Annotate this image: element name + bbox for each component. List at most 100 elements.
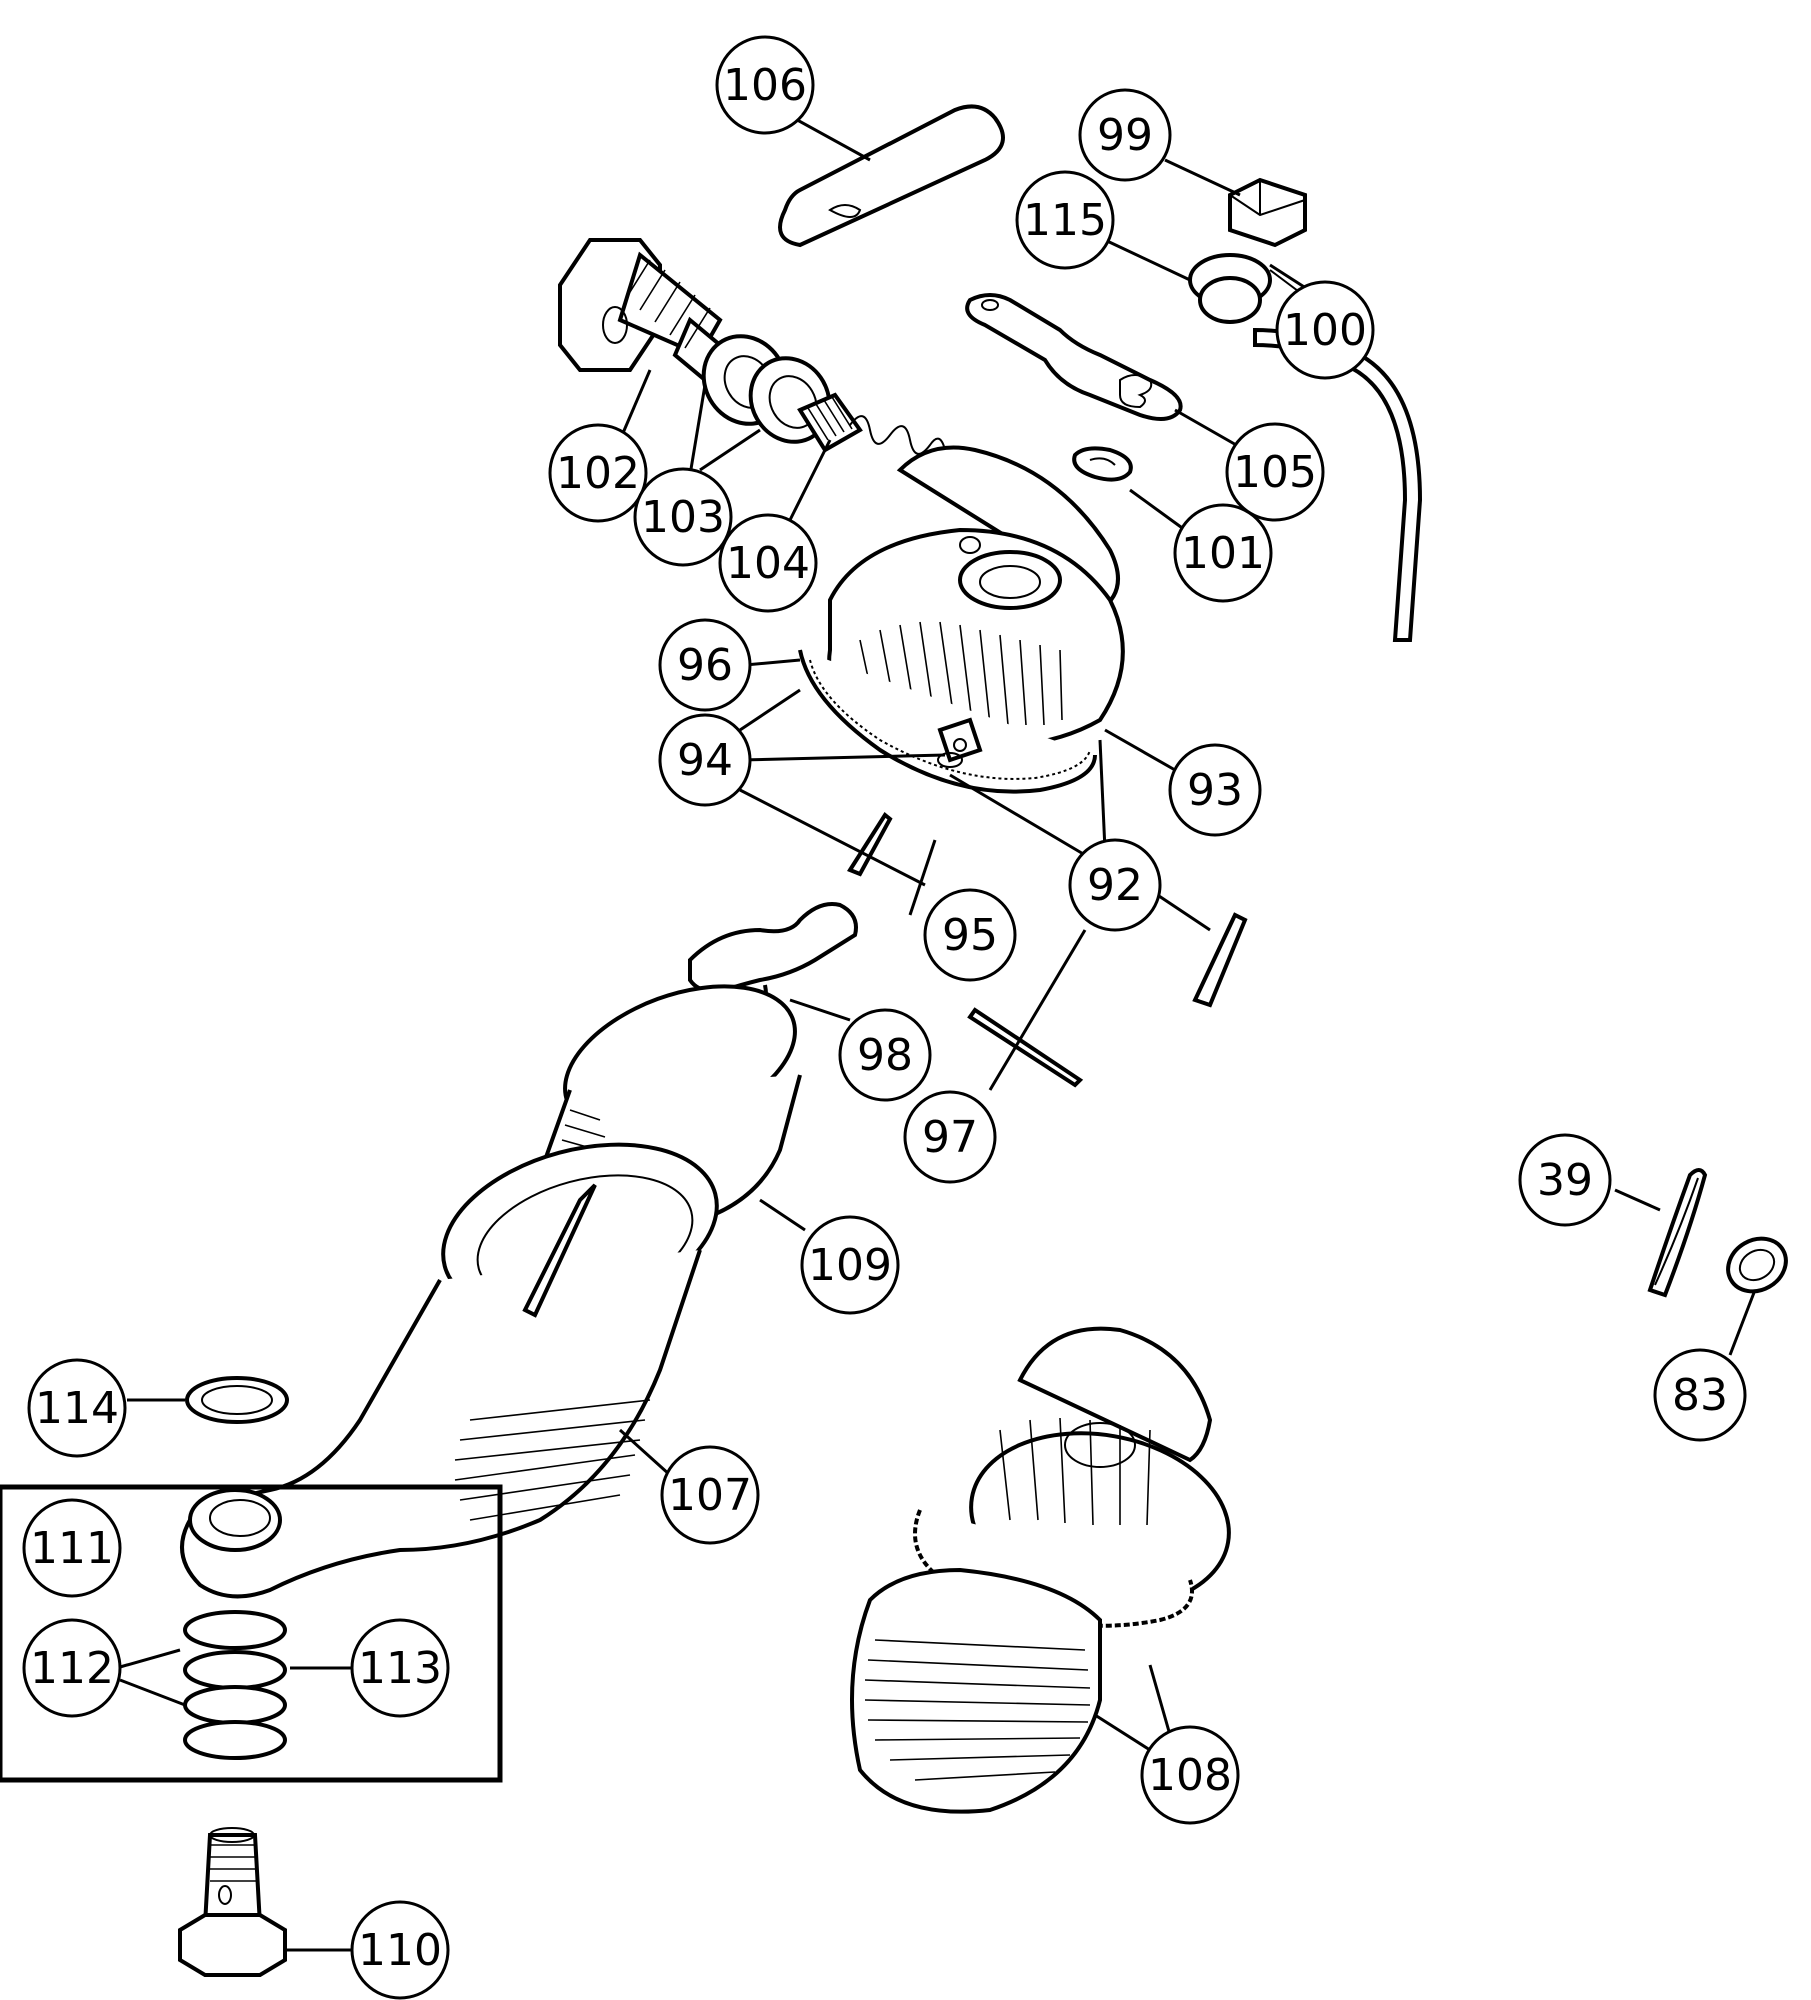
- callout-circle: [22, 1498, 122, 1598]
- callout-93: 93: [1168, 743, 1262, 837]
- callout-label: 96: [677, 640, 733, 691]
- callout-label: 83: [1672, 1370, 1728, 1421]
- callout-circle: [660, 1445, 760, 1545]
- callout-circle: [658, 713, 752, 807]
- callout-label: 39: [1537, 1155, 1593, 1206]
- callout-circle: [923, 888, 1017, 982]
- callout-label: 113: [358, 1643, 442, 1694]
- callout-label: 112: [30, 1643, 114, 1694]
- callout-circle: [1275, 280, 1375, 380]
- callout-circle: [1068, 838, 1162, 932]
- callout-label: 103: [641, 492, 725, 543]
- callout-circle: [22, 1618, 122, 1718]
- part-112-113-spring: [183, 1610, 287, 1760]
- callout-circle: [1015, 170, 1115, 270]
- callout-label: 102: [556, 448, 640, 499]
- callout-label: 106: [723, 60, 807, 111]
- callout-label: 111: [30, 1523, 114, 1574]
- callout-107: 107: [660, 1445, 760, 1545]
- part-106-clamp-strap: [778, 104, 1005, 248]
- callout-circle: [903, 1090, 997, 1184]
- part-103-washers: [701, 334, 832, 444]
- callout-label: 92: [1087, 860, 1143, 911]
- callout-99: 99: [1078, 88, 1172, 182]
- callout-circle: [548, 423, 648, 523]
- part-83-washer: [1726, 1236, 1788, 1294]
- callout-92: 92: [1068, 838, 1162, 932]
- part-115-union: [1188, 253, 1311, 324]
- callout-label: 97: [922, 1112, 978, 1163]
- callout-102: 102: [548, 423, 648, 523]
- callout-circle: [1168, 743, 1262, 837]
- callout-114: 114: [27, 1358, 127, 1458]
- callout-101: 101: [1173, 503, 1273, 603]
- callout-label: 109: [808, 1240, 892, 1291]
- callout-circle: [800, 1215, 900, 1315]
- callout-108: 108: [1140, 1725, 1240, 1825]
- callout-109: 109: [800, 1215, 900, 1315]
- callout-label: 94: [677, 735, 733, 786]
- callout-94: 94: [658, 713, 752, 807]
- callout-label: 114: [35, 1383, 119, 1434]
- callout-circle: [1518, 1133, 1612, 1227]
- callout-label: 104: [726, 538, 810, 589]
- part-110-banjo-bolt: [178, 1827, 287, 1977]
- callout-circle: [1225, 422, 1325, 522]
- part-108-pump-assembly: [850, 1326, 1231, 1814]
- part-96-94-diaphragm: [798, 649, 1097, 794]
- callout-label: 105: [1233, 447, 1317, 498]
- callout-106: 106: [715, 35, 815, 135]
- callout-circle: [1078, 88, 1172, 182]
- callout-circle: [27, 1358, 127, 1458]
- callout-105: 105: [1225, 422, 1325, 522]
- callout-label: 108: [1148, 1750, 1232, 1801]
- part-92-pin: [1192, 912, 1248, 1008]
- callout-circle: [1653, 1348, 1747, 1442]
- callout-circle: [715, 35, 815, 135]
- callout-label: 101: [1181, 528, 1265, 579]
- callout-label: 100: [1283, 305, 1367, 356]
- part-114-washer: [185, 1376, 289, 1424]
- callout-circle: [1173, 503, 1273, 603]
- part-105-bracket: [965, 293, 1183, 421]
- callout-label: 98: [857, 1030, 913, 1081]
- part-102-banjo-bolt: [558, 238, 723, 384]
- callout-112: 112: [22, 1618, 122, 1718]
- callout-label: 115: [1023, 195, 1107, 246]
- part-39-split-pin: [1647, 1168, 1708, 1298]
- callout-83: 83: [1653, 1348, 1747, 1442]
- callout-97: 97: [903, 1090, 997, 1184]
- callout-circle: [658, 618, 752, 712]
- callout-label: 99: [1097, 110, 1153, 161]
- callout-115: 115: [1015, 170, 1115, 270]
- sub-assembly-box: [0, 1484, 503, 1783]
- callout-circle: [350, 1900, 450, 2000]
- callout-label: 95: [942, 910, 998, 961]
- callout-circle: [718, 513, 818, 613]
- part-99-bolt: [1228, 177, 1307, 248]
- callout-104: 104: [718, 513, 818, 613]
- callout-98: 98: [838, 1008, 932, 1102]
- callout-39: 39: [1518, 1133, 1612, 1227]
- part-107-pump-body: [180, 1142, 719, 1599]
- callout-circle: [838, 1008, 932, 1102]
- part-93-pump-top: [827, 445, 1125, 749]
- callout-110: 110: [350, 1900, 450, 2000]
- callout-103: 103: [633, 467, 733, 567]
- callout-96: 96: [658, 618, 752, 712]
- callout-113: 113: [350, 1618, 450, 1718]
- callout-label: 93: [1187, 765, 1243, 816]
- callout-circle: [1140, 1725, 1240, 1825]
- part-97-rod: [967, 1007, 1084, 1088]
- callout-circle: [633, 467, 733, 567]
- leader-lines: [119, 103, 1757, 1952]
- callout-111: 111: [22, 1498, 122, 1598]
- callout-label: 110: [358, 1925, 442, 1976]
- callout-label: 107: [668, 1470, 752, 1521]
- part-95-pin: [847, 812, 893, 877]
- part-101-lock-washer: [1072, 446, 1133, 482]
- part-104-filter-spring: [797, 392, 946, 455]
